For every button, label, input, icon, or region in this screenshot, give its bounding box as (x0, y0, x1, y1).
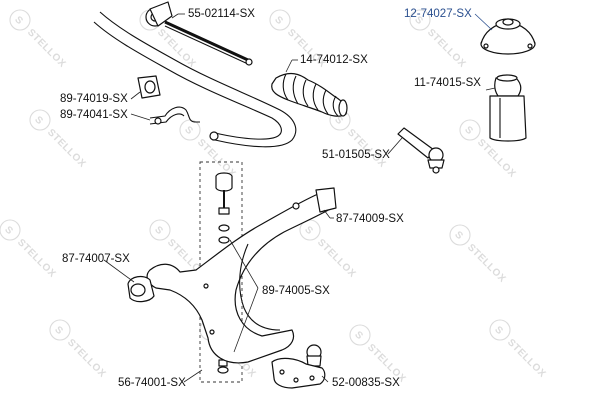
label-bump-stop: 11-74015-SX (414, 77, 481, 89)
label-ball-joint: 52-00835-SX (332, 377, 400, 389)
steering-boot (271, 72, 348, 117)
svg-text:S: S (452, 229, 465, 242)
tie-rod (145, 1, 253, 66)
label-strut-mount: 12-74027-SX (404, 8, 472, 20)
svg-text:STELLOX: STELLOX (465, 242, 508, 285)
svg-text:S: S (32, 114, 45, 127)
stab-bushing-clamp (149, 106, 200, 125)
svg-text:S: S (182, 124, 195, 137)
svg-text:STELLOX: STELLOX (425, 27, 468, 70)
ball-joint (271, 344, 326, 389)
svg-text:S: S (2, 224, 15, 237)
svg-text:STELLOX: STELLOX (15, 237, 58, 280)
svg-text:STELLOX: STELLOX (25, 27, 68, 70)
stab-bushing (137, 75, 161, 99)
tie-rod-end (397, 127, 445, 174)
svg-text:STELLOX: STELLOX (45, 127, 88, 170)
svg-text:S: S (12, 14, 25, 27)
label-tie-rod: 55-02114-SX (188, 8, 255, 20)
bump-stop (489, 74, 527, 142)
stabilizer-bar (93, 11, 297, 148)
label-stab-bush-clamp: 89-74041-SX (60, 109, 128, 121)
strut-top-mount (480, 18, 536, 55)
arm-rear-bush (127, 275, 155, 303)
callouts: 55-02114-SX 12-74027-SX 14-74012-SX 11-7… (60, 8, 496, 389)
label-arm-rear-bush: 87-74007-SX (62, 253, 130, 265)
svg-text:STELLOX: STELLOX (475, 137, 518, 180)
svg-text:STELLOX: STELLOX (65, 337, 108, 380)
label-boot: 14-74012-SX (300, 54, 368, 66)
svg-text:STELLOX: STELLOX (315, 237, 358, 280)
svg-text:S: S (352, 329, 365, 342)
label-stab-link-kit: 56-74001-SX (118, 377, 186, 389)
svg-text:S: S (152, 224, 165, 237)
svg-text:S: S (492, 324, 505, 337)
svg-text:S: S (302, 224, 315, 237)
svg-text:S: S (52, 324, 65, 337)
svg-text:STELLOX: STELLOX (505, 337, 548, 380)
svg-text:S: S (462, 124, 475, 137)
svg-text:S: S (272, 14, 285, 27)
label-link-bushings: 89-74005-SX (262, 285, 330, 297)
label-control-arm: 87-74009-SX (336, 213, 404, 225)
label-tie-rod-end: 51-01505-SX (322, 149, 390, 161)
label-stab-bush: 89-74019-SX (60, 93, 128, 105)
lower-control-arm (146, 187, 337, 364)
